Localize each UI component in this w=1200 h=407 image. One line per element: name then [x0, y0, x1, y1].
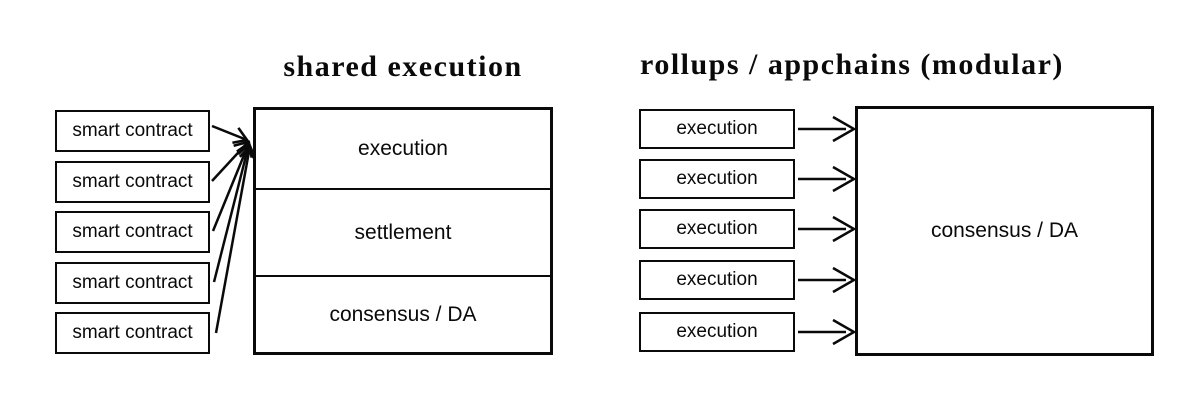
- execution-label: execution: [676, 269, 758, 290]
- execution-box: execution: [639, 109, 795, 149]
- smart-contract-label: smart contract: [72, 171, 193, 192]
- shared-stack-box: execution settlement consensus / DA: [253, 107, 553, 355]
- execution-label: execution: [676, 118, 758, 139]
- stack-section-settlement: settlement: [256, 188, 550, 275]
- right-diagram-title: rollups / appchains (modular): [640, 48, 1064, 81]
- smart-contract-box: smart contract: [55, 312, 210, 354]
- stack-section-consensus-da: consensus / DA: [256, 275, 550, 352]
- smart-contract-box: smart contract: [55, 262, 210, 304]
- converging-arrows: [211, 124, 250, 334]
- execution-box: execution: [639, 312, 795, 352]
- horizontal-arrows: [798, 115, 857, 346]
- stack-section-execution: execution: [256, 110, 550, 188]
- execution-box: execution: [639, 209, 795, 249]
- smart-contract-label: smart contract: [72, 120, 193, 141]
- execution-label: execution: [676, 168, 758, 189]
- smart-contract-box: smart contract: [55, 110, 210, 152]
- consensus-da-box: consensus / DA: [855, 106, 1154, 356]
- stack-section-label: settlement: [354, 220, 452, 244]
- execution-label: execution: [676, 218, 758, 239]
- execution-box: execution: [639, 159, 795, 199]
- stack-section-label: execution: [358, 137, 448, 160]
- stack-section-label: consensus / DA: [329, 302, 477, 326]
- consensus-da-label: consensus / DA: [930, 219, 1079, 242]
- smart-contract-label: smart contract: [72, 221, 193, 242]
- execution-box: execution: [639, 260, 795, 300]
- execution-label: execution: [676, 321, 758, 342]
- smart-contract-label: smart contract: [72, 272, 193, 293]
- smart-contract-label: smart contract: [72, 322, 193, 343]
- smart-contract-box: smart contract: [55, 161, 210, 203]
- left-diagram-title: shared execution: [283, 50, 523, 83]
- smart-contract-box: smart contract: [55, 211, 210, 253]
